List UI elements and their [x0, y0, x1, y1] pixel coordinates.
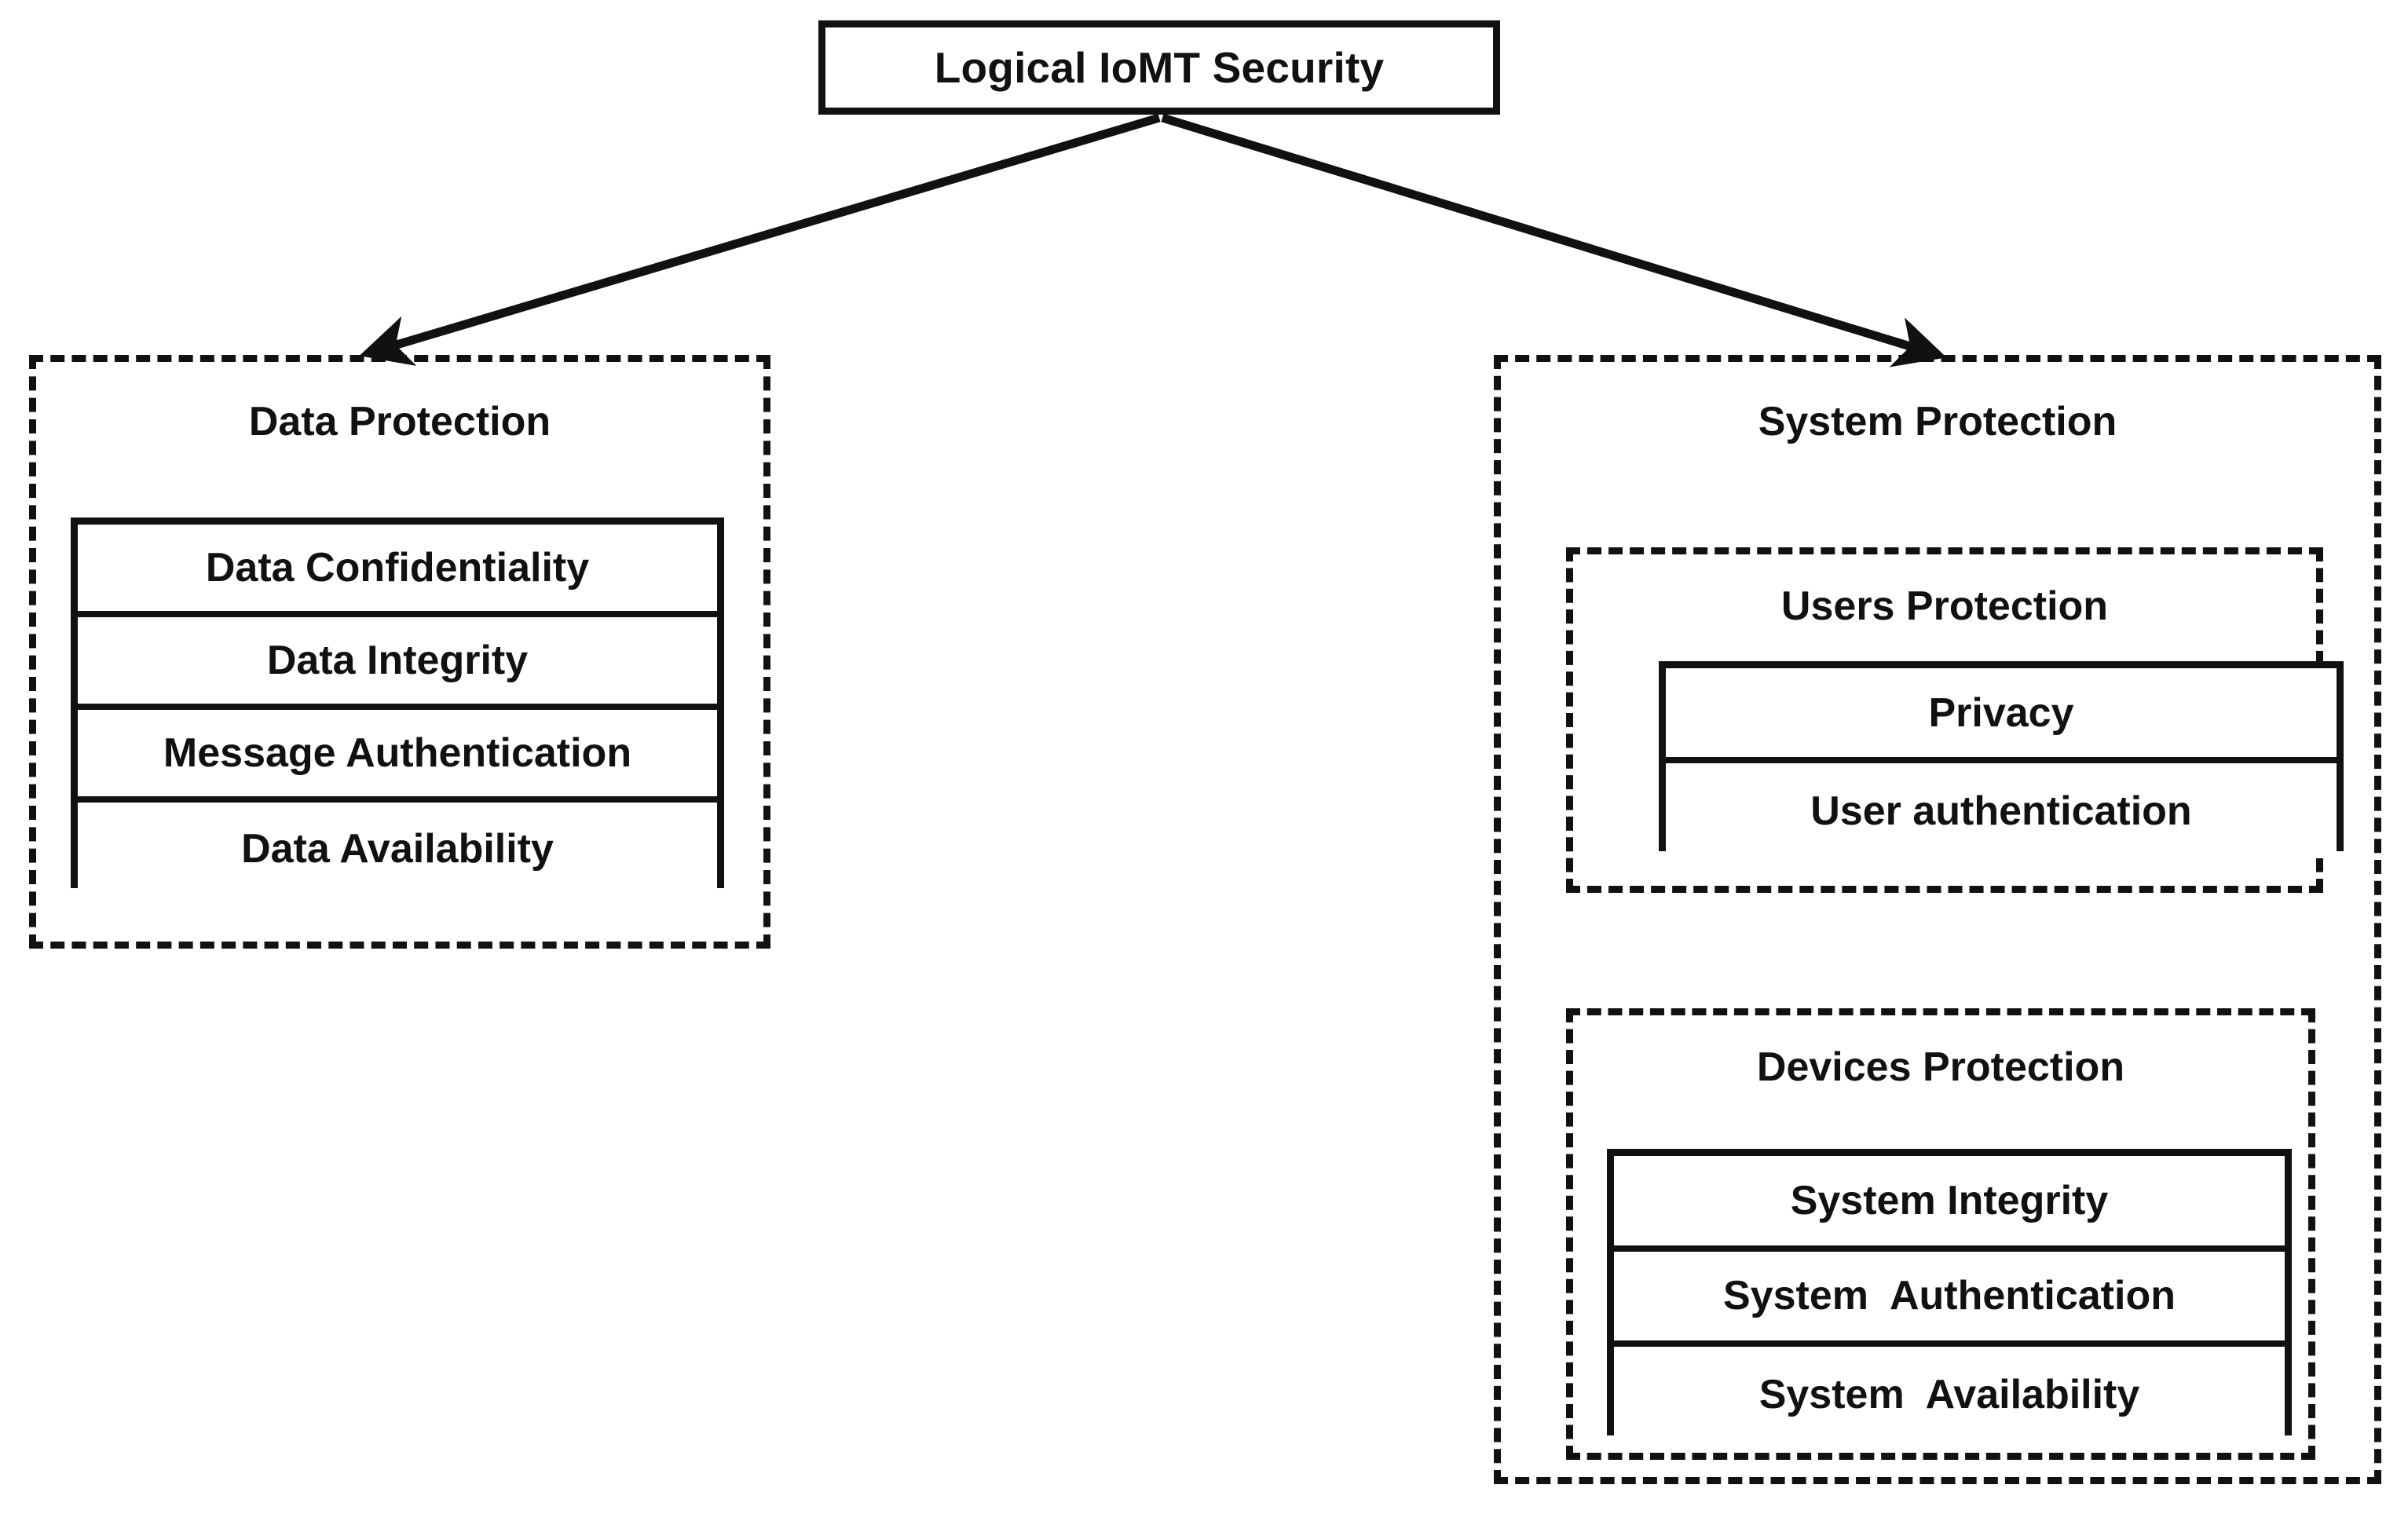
list-item[interactable]: Message Authentication	[78, 710, 717, 803]
list-item[interactable]: User authentication	[1666, 763, 2337, 858]
list-item[interactable]: Data Confidentiality	[78, 525, 717, 617]
root-node-label: Logical IoMT Security	[934, 43, 1385, 92]
list-item[interactable]: Data Integrity	[78, 617, 717, 710]
edge-root-to-system-protection	[1161, 113, 1947, 368]
group-devices-protection[interactable]: Devices Protection System Integrity Syst…	[1566, 1008, 2315, 1460]
table-data-protection: Data Confidentiality Data Integrity Mess…	[71, 517, 724, 895]
group-users-protection-title: Users Protection	[1780, 583, 2109, 629]
group-system-protection-title: System Protection	[1758, 399, 2117, 444]
group-data-protection-title: Data Protection	[248, 399, 551, 444]
item-label: System Availability	[1758, 1371, 2140, 1417]
item-label: System Integrity	[1790, 1177, 2109, 1223]
root-node-logical-iomt-security[interactable]: Logical IoMT Security	[818, 20, 1500, 115]
group-users-protection[interactable]: Users Protection Privacy User authentica…	[1566, 547, 2344, 893]
list-item[interactable]: System Integrity	[1614, 1156, 2285, 1252]
item-label: Privacy	[1928, 689, 2074, 736]
item-label: Data Confidentiality	[205, 545, 590, 591]
list-item[interactable]: Data Availability	[78, 803, 717, 895]
item-label: System Authentication	[1723, 1273, 2176, 1319]
item-label: Message Authentication	[163, 730, 632, 776]
list-item[interactable]: System Authentication	[1614, 1251, 2285, 1348]
list-item[interactable]: Privacy	[1666, 668, 2337, 763]
table-users-protection: Privacy User authentication	[1659, 661, 2344, 858]
edge-root-to-data-protection	[359, 113, 1161, 366]
item-label: User authentication	[1810, 788, 2192, 834]
list-item[interactable]: System Availability	[1614, 1347, 2285, 1443]
group-data-protection[interactable]: Data Protection Data Confidentiality Dat…	[29, 355, 770, 949]
table-devices-protection: System Integrity System Authentication S…	[1607, 1149, 2292, 1443]
group-devices-protection-title: Devices Protection	[1756, 1044, 2125, 1090]
group-system-protection[interactable]: System Protection Users Protection Priva…	[1494, 355, 2381, 1484]
item-label: Data Integrity	[266, 638, 529, 683]
item-label: Data Availability	[241, 826, 554, 872]
